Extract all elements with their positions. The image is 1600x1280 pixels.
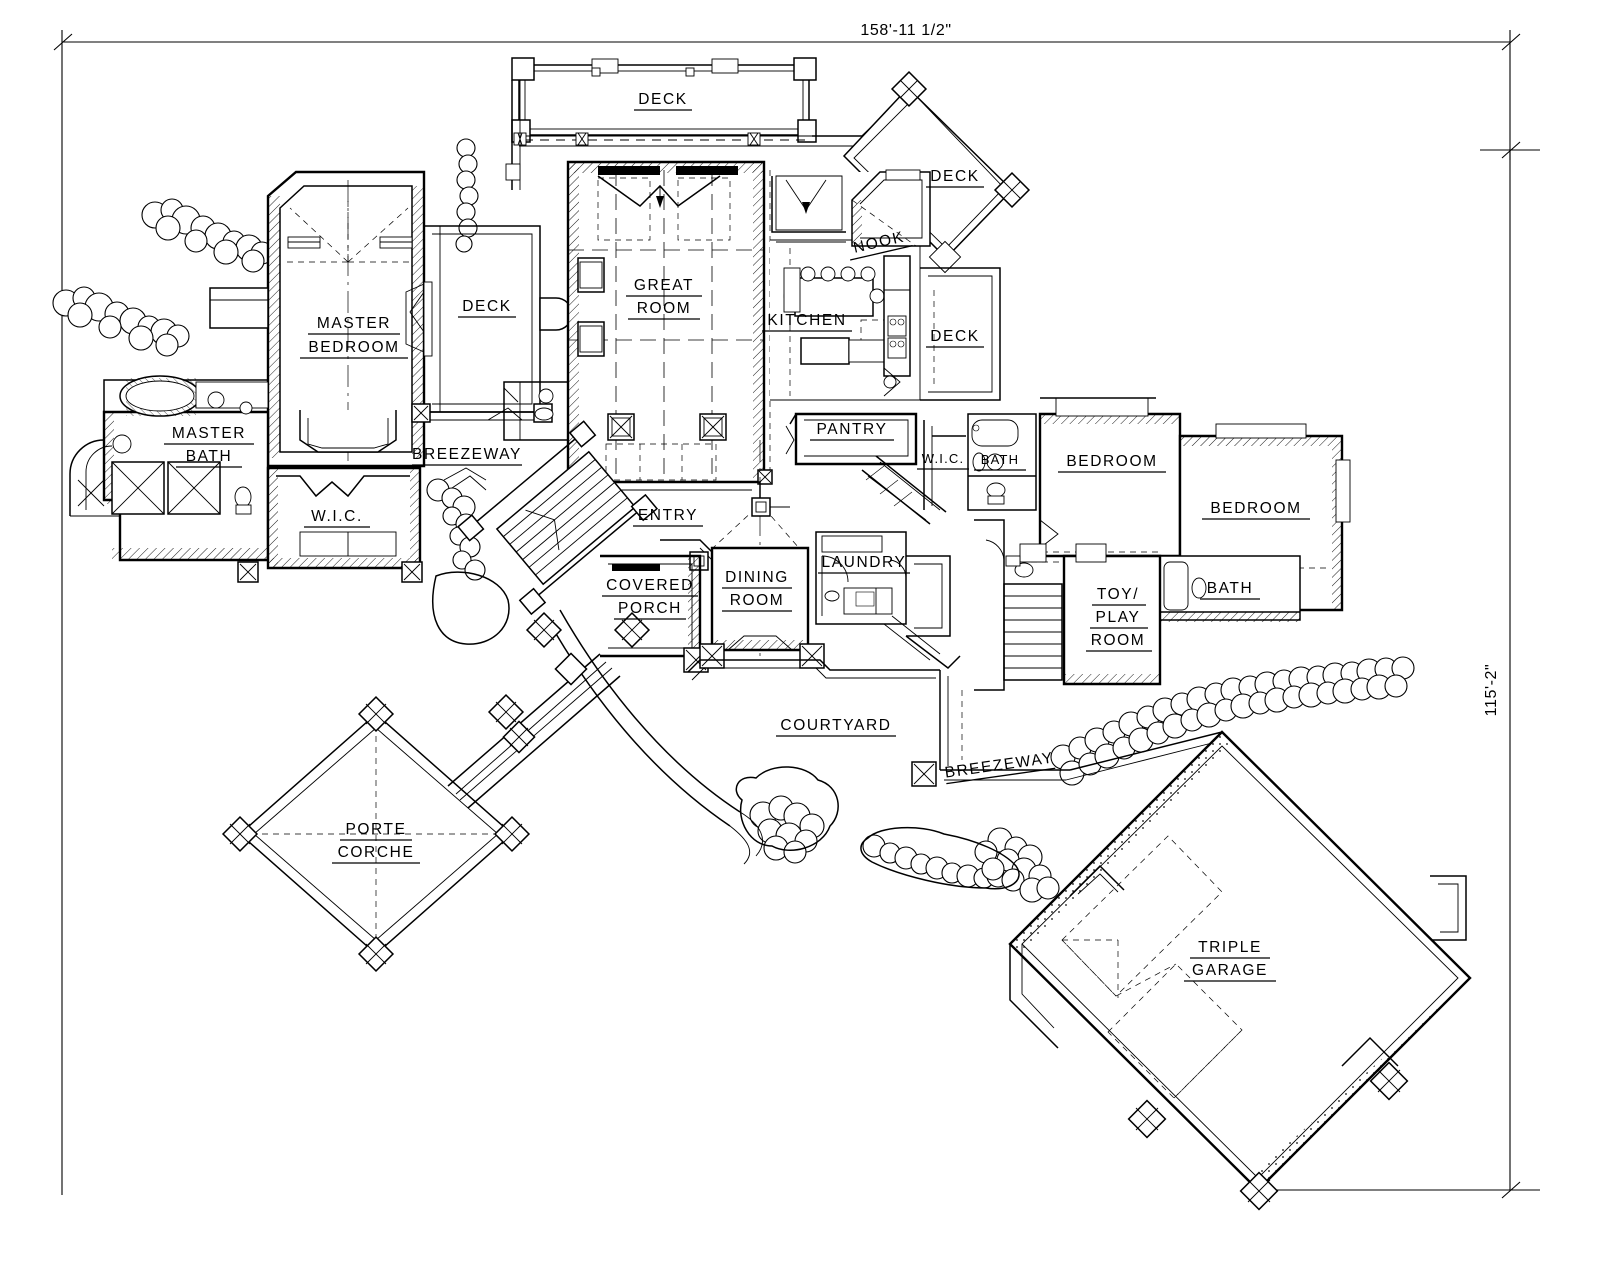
breezeway-east-structure bbox=[911, 731, 1223, 787]
garage-connector bbox=[1009, 944, 1059, 1049]
mud-hall bbox=[883, 555, 961, 669]
room-label-great-room: GREAT ROOM bbox=[626, 277, 702, 320]
label-text: COURTYARD bbox=[780, 717, 891, 734]
master-bedroom-structure bbox=[209, 170, 433, 468]
stairs-play bbox=[974, 519, 1063, 691]
label-text-line2: BEDROOM bbox=[308, 339, 399, 356]
label-text-line2: CORCHE bbox=[338, 844, 415, 861]
label-text-line1: MASTER bbox=[172, 425, 246, 442]
stairs-nook bbox=[771, 175, 846, 243]
room-label-wic-master: W.I.C. bbox=[304, 508, 370, 528]
room-label-bath-hall: BATH bbox=[974, 452, 1026, 471]
label-text-line1: PORTE bbox=[345, 821, 406, 838]
label-text-line1: GREAT bbox=[634, 277, 694, 294]
room-label-master-bedroom: MASTER BEDROOM bbox=[300, 315, 408, 359]
room-label-deck-west: DECK bbox=[458, 298, 516, 318]
label-text-line2: PLAY bbox=[1096, 609, 1141, 626]
label-text-line2: ROOM bbox=[730, 592, 785, 609]
label-text-line2: BATH bbox=[186, 448, 233, 465]
deck-west-structure bbox=[424, 225, 573, 413]
overall-width-text: 158'-11 1/2" bbox=[860, 22, 951, 39]
label-text: W.I.C. bbox=[311, 508, 363, 525]
porte-corche-structure bbox=[221, 571, 651, 973]
room-label-entry: ENTRY bbox=[633, 507, 703, 527]
label-text-line1: TRIPLE bbox=[1198, 939, 1262, 956]
label-text: LAUNDRY bbox=[822, 554, 907, 571]
room-label-dining-room: DINING ROOM bbox=[722, 569, 792, 612]
diagonal-hall bbox=[861, 455, 947, 525]
room-label-toy-play-room: TOY/ PLAY ROOM bbox=[1086, 586, 1152, 652]
label-text: DECK bbox=[462, 298, 511, 315]
room-label-kitchen: KITCHEN bbox=[762, 312, 852, 332]
room-label-bedroom-3: BEDROOM bbox=[1202, 500, 1310, 520]
wic-master-structure bbox=[237, 466, 423, 583]
room-label-bedroom-2: BEDROOM bbox=[1058, 453, 1166, 473]
room-label-wic-hall: W.I.C. bbox=[917, 451, 969, 470]
dining-room-structure bbox=[699, 546, 825, 669]
room-label-covered-porch: COVERED PORCH bbox=[602, 577, 698, 620]
label-text-line1: COVERED bbox=[606, 577, 694, 594]
room-label-bath-kids: BATH bbox=[1200, 580, 1260, 600]
label-text: KITCHEN bbox=[767, 312, 846, 329]
room-label-porte-corche: PORTE CORCHE bbox=[332, 821, 420, 864]
great-room-structure bbox=[503, 160, 773, 485]
label-text-line1: MASTER bbox=[317, 315, 391, 332]
toy-play-room-structure bbox=[1019, 543, 1162, 686]
room-label-master-bath: MASTER BATH bbox=[164, 425, 254, 468]
label-text-line2: PORCH bbox=[618, 600, 682, 617]
overall-height-text: 115'-2" bbox=[1483, 664, 1500, 717]
room-label-courtyard: COURTYARD bbox=[776, 717, 896, 737]
covered-porch-structure bbox=[600, 554, 709, 673]
laundry-structure bbox=[815, 531, 907, 625]
dimension-top bbox=[53, 30, 1521, 1195]
pantry-structure bbox=[785, 412, 918, 466]
label-text: BREEZEWAY bbox=[412, 446, 522, 463]
label-text: DECK bbox=[638, 91, 687, 108]
label-text: BEDROOM bbox=[1066, 453, 1157, 470]
label-text: DECK bbox=[930, 328, 979, 345]
kids-bath-structure bbox=[1159, 555, 1301, 622]
label-text: PANTRY bbox=[816, 421, 887, 438]
dimension-width-label: 158'-11 1/2" bbox=[860, 22, 951, 39]
dimension-height-label: 115'-2" bbox=[1483, 664, 1500, 717]
triple-garage-structure bbox=[1008, 730, 1472, 1211]
courtyard-structure bbox=[547, 609, 1020, 890]
room-label-breezeway-east: BREEZEWAY bbox=[944, 749, 1056, 785]
room-label-laundry: LAUNDRY bbox=[818, 554, 910, 574]
room-label-deck-north: DECK bbox=[634, 91, 692, 111]
label-text-line2: ROOM bbox=[637, 300, 692, 317]
room-label-breezeway-west: BREEZEWAY bbox=[412, 446, 522, 466]
label-text-line1: DINING bbox=[725, 569, 789, 586]
label-text-line2: GARAGE bbox=[1192, 962, 1268, 979]
room-label-deck-east: DECK bbox=[926, 328, 984, 348]
room-label-deck-ne: DECK bbox=[926, 168, 984, 188]
label-text-line1: TOY/ bbox=[1097, 586, 1139, 603]
label-text: BATH bbox=[981, 452, 1020, 467]
label-text-line3: ROOM bbox=[1091, 632, 1146, 649]
nook-structure bbox=[783, 169, 931, 313]
label-text: BATH bbox=[1207, 580, 1254, 597]
breezeway-west-structure bbox=[411, 403, 553, 481]
label-text: BEDROOM bbox=[1210, 500, 1301, 517]
label-text: W.I.C. bbox=[922, 451, 965, 466]
room-label-pantry: PANTRY bbox=[810, 421, 894, 441]
label-text: DECK bbox=[930, 168, 979, 185]
room-label-triple-garage: TRIPLE GARAGE bbox=[1184, 939, 1276, 982]
deck-east-structure bbox=[920, 267, 1001, 401]
dimension-right bbox=[1262, 141, 1540, 1199]
label-text: ENTRY bbox=[638, 507, 698, 524]
deck-north-structure bbox=[505, 57, 907, 190]
master-bath-structure bbox=[69, 375, 270, 562]
bedroom2-structure bbox=[1038, 397, 1182, 558]
hall-bath-structure bbox=[967, 413, 1037, 511]
grand-stairs bbox=[451, 420, 659, 616]
